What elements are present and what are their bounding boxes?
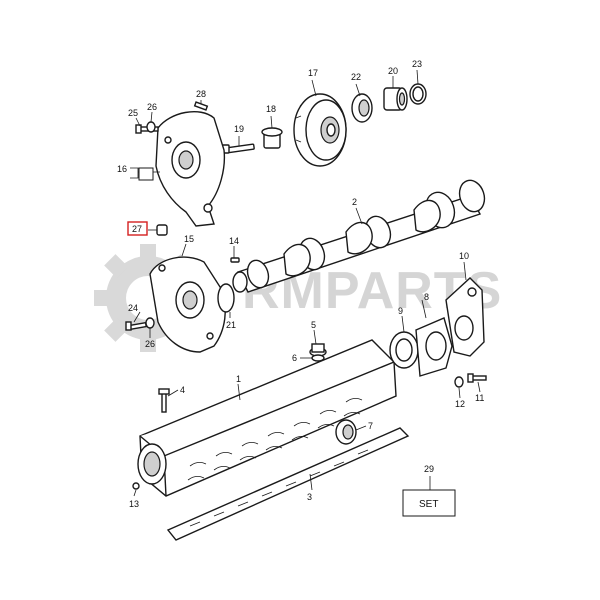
callout-18[interactable]: 18 [266,104,276,114]
callout-22[interactable]: 22 [351,72,361,82]
callout-12[interactable]: 12 [455,399,465,409]
callout-7[interactable]: 7 [368,421,373,431]
callout-29[interactable]: 29 [424,464,434,474]
gasket-9 [389,331,419,369]
callout-9[interactable]: 9 [398,306,403,316]
camshaft [232,179,486,293]
plug-13 [132,482,140,490]
bracket-10 [445,277,485,357]
set-box[interactable]: SET [402,476,456,517]
callout-28-top[interactable]: 28 [196,89,206,99]
callout-13[interactable]: 13 [129,499,139,509]
callout-28-frame [138,167,154,181]
callout-4[interactable]: 4 [180,385,185,395]
seal-6 [311,354,325,362]
callout-3[interactable]: 3 [307,492,312,502]
callout-19[interactable]: 19 [234,124,244,134]
callout-14[interactable]: 14 [229,236,239,246]
key-14 [230,257,240,263]
callout-24[interactable]: 24 [128,303,138,313]
bolt-19 [221,143,255,154]
pin-28 [193,101,209,111]
plug-5 [309,343,327,357]
callout-15[interactable]: 15 [184,234,194,244]
camshaft-gear [293,93,347,167]
callout-27[interactable]: 27 [132,224,142,234]
callout-26-bottom[interactable]: 26 [145,339,155,349]
callout-11[interactable]: 11 [475,393,484,403]
washer-12 [454,376,464,388]
nut-27 [156,224,168,236]
callout-labels: 17 22 20 23 28 18 19 26 25 16 28 27 2 14… [117,59,484,509]
highlight-box-27 [127,221,148,236]
leader-lines [130,69,481,497]
front-cover [149,256,226,353]
o-ring-21 [217,283,235,313]
callout-16[interactable]: 16 [117,164,127,174]
ring-23 [409,83,427,105]
bearing-22 [351,93,373,123]
flange-nut-18 [261,127,283,149]
washer-26-bottom [145,317,155,329]
callout-25[interactable]: 25 [128,108,138,118]
callout-2[interactable]: 2 [352,197,357,207]
callout-21[interactable]: 21 [226,320,236,330]
callout-6[interactable]: 6 [292,353,297,363]
washer-26-top [146,121,156,133]
callout-1[interactable]: 1 [236,374,241,384]
cup-plug-7 [335,419,357,445]
cylinder-head [137,339,397,497]
callout-17[interactable]: 17 [308,68,318,78]
callout-5[interactable]: 5 [311,320,316,330]
callout-8[interactable]: 8 [424,292,429,302]
head-gasket [166,427,410,541]
upper-cam-housing [155,111,226,227]
bushing-20 [383,87,408,111]
housing-8 [415,317,453,377]
bolt-11 [467,373,487,383]
bolt-4 [158,388,170,413]
callout-26-top[interactable]: 26 [147,102,157,112]
set-label: SET [419,499,438,510]
callout-20[interactable]: 20 [388,66,398,76]
callout-10[interactable]: 10 [459,251,469,261]
callout-23[interactable]: 23 [412,59,422,69]
